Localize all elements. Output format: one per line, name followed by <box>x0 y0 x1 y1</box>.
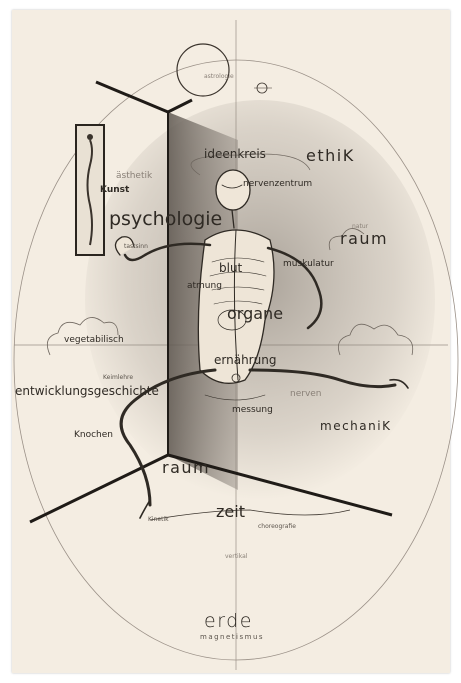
label-kunst: Kunst <box>100 186 129 195</box>
wall-edge-top-right <box>168 100 192 112</box>
label-nervenzentrum: nervenzentrum <box>243 180 312 189</box>
label-ernaehrung: ernährung <box>214 354 276 366</box>
sun-circle <box>177 44 229 96</box>
label-ideenkreis: ideenkreis <box>204 148 266 160</box>
label-vegetabilisch: vegetabilisch <box>64 336 124 345</box>
label-mechanik: mechaniK <box>320 420 391 432</box>
wall-edge-top-left <box>96 82 168 112</box>
label-astrologie: astrologie <box>204 74 234 80</box>
curved-ground-line <box>150 510 350 520</box>
label-aesthetik: ästhetik <box>116 172 152 181</box>
label-entwicklungsgeschichte: entwicklungsgeschichte <box>15 385 159 397</box>
label-psychologie: psychologie <box>109 210 222 229</box>
label-tastsinn: tastsinn <box>124 244 148 250</box>
label-erde: erde <box>204 612 253 631</box>
label-blut: blut <box>219 262 242 274</box>
label-muskulatur: muskulatur <box>283 260 334 269</box>
label-kinetik: Kinetik <box>148 517 169 523</box>
label-zeit: zeit <box>216 504 245 520</box>
label-raum-upper: raum <box>340 231 388 247</box>
label-messung: messung <box>232 406 273 415</box>
label-ethik: ethiK <box>306 148 355 164</box>
label-choreografie: choreografie <box>258 524 296 530</box>
label-knochen: Knochen <box>74 431 113 440</box>
label-keimlehre: Keimlehre <box>103 375 133 381</box>
label-vertikal: vertikal <box>225 554 247 560</box>
label-atmung: atmung <box>187 282 222 291</box>
label-raum-lower: raum <box>162 460 210 476</box>
label-organe: organe <box>227 306 283 322</box>
label-magnetismus: magnetismus <box>200 634 264 641</box>
label-nerven: nerven <box>290 390 322 399</box>
